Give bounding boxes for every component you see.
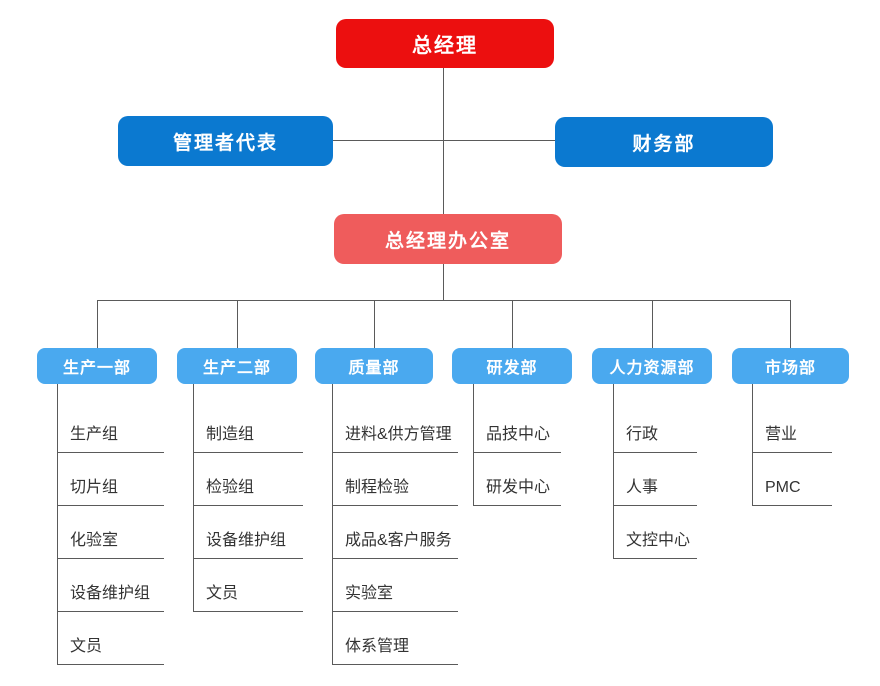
org-subitem: PMC xyxy=(753,453,832,506)
connector-department-rail xyxy=(97,300,791,301)
org-node-production-dept-1: 生产一部 xyxy=(37,348,157,384)
org-subitem: 制程检验 xyxy=(333,453,458,506)
org-subitem: 进料&供方管理 xyxy=(333,400,458,453)
org-subitem: 生产组 xyxy=(58,400,164,453)
org-node-general-manager: 总经理 xyxy=(336,19,554,68)
org-subitem: 行政 xyxy=(614,400,697,453)
org-node-quality-dept: 质量部 xyxy=(315,348,433,384)
org-subitem: 研发中心 xyxy=(474,453,561,506)
org-node-finance-dept: 财务部 xyxy=(555,117,773,167)
org-subitem: 制造组 xyxy=(194,400,303,453)
connector-office-to-rail xyxy=(443,264,444,300)
org-subitem: 检验组 xyxy=(194,453,303,506)
org-subitem: 文员 xyxy=(58,612,164,665)
org-node-hr-dept: 人力资源部 xyxy=(592,348,712,384)
org-subitem: 文员 xyxy=(194,559,303,612)
connector-drop-dept6 xyxy=(790,300,791,348)
connector-drop-dept3 xyxy=(374,300,375,348)
org-subitem: 营业 xyxy=(753,400,832,453)
org-subitem: 成品&客户服务 xyxy=(333,506,458,559)
org-node-management-representative: 管理者代表 xyxy=(118,116,333,166)
org-sublist-production-1: 生产组 切片组 化验室 设备维护组 文员 xyxy=(57,384,164,665)
org-sublist-hr: 行政 人事 文控中心 xyxy=(613,384,697,559)
connector-drop-dept1 xyxy=(97,300,98,348)
org-subitem: 实验室 xyxy=(333,559,458,612)
connector-root-to-office xyxy=(443,68,444,214)
org-subitem: 切片组 xyxy=(58,453,164,506)
connector-level2 xyxy=(333,140,555,141)
org-node-gm-office: 总经理办公室 xyxy=(334,214,562,264)
org-node-rd-dept: 研发部 xyxy=(452,348,572,384)
org-sublist-quality: 进料&供方管理 制程检验 成品&客户服务 实验室 体系管理 xyxy=(332,384,458,665)
org-subitem: 品技中心 xyxy=(474,400,561,453)
org-subitem: 设备维护组 xyxy=(194,506,303,559)
org-sublist-marketing: 营业 PMC xyxy=(752,384,832,506)
org-subitem: 体系管理 xyxy=(333,612,458,665)
connector-drop-dept4 xyxy=(512,300,513,348)
connector-drop-dept2 xyxy=(237,300,238,348)
org-node-production-dept-2: 生产二部 xyxy=(177,348,297,384)
org-node-marketing-dept: 市场部 xyxy=(732,348,849,384)
org-sublist-production-2: 制造组 检验组 设备维护组 文员 xyxy=(193,384,303,612)
org-sublist-rd: 品技中心 研发中心 xyxy=(473,384,561,506)
org-subitem: 文控中心 xyxy=(614,506,697,559)
connector-drop-dept5 xyxy=(652,300,653,348)
org-subitem: 设备维护组 xyxy=(58,559,164,612)
org-subitem: 化验室 xyxy=(58,506,164,559)
org-subitem: 人事 xyxy=(614,453,697,506)
